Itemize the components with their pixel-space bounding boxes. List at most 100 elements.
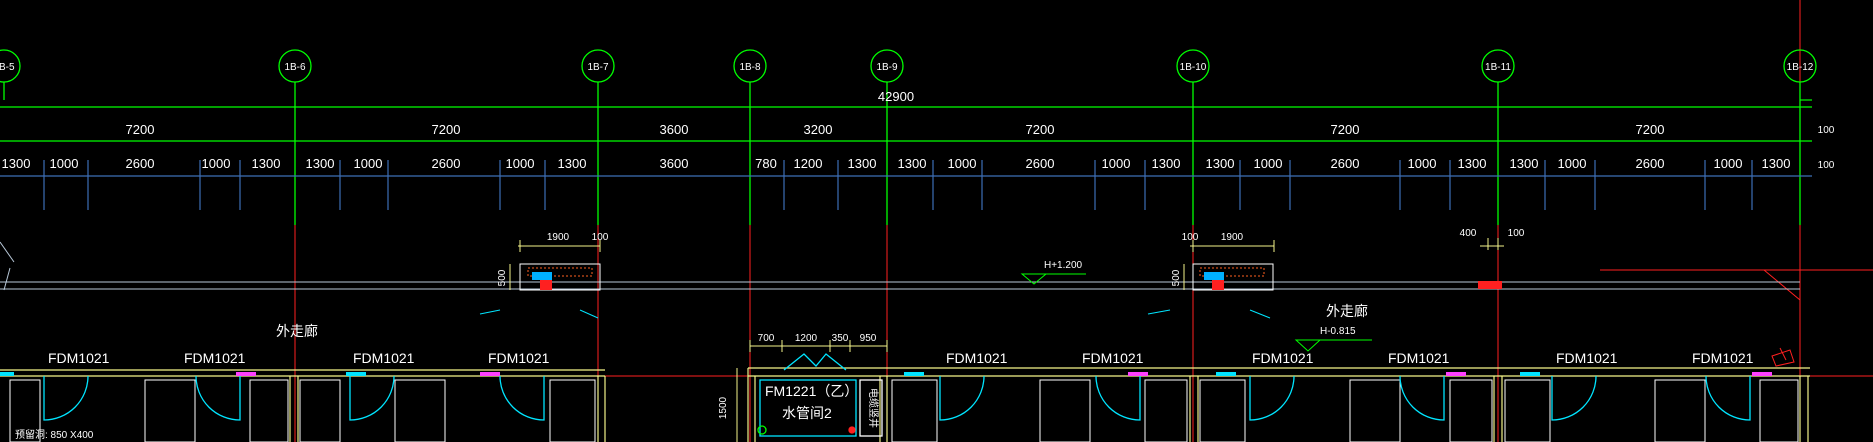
axis-1B-5 — [0, 49, 21, 100]
dim-label: 1200 — [795, 333, 818, 344]
dim-label: 3600 — [660, 156, 689, 171]
balcony-wall: 100 — [1182, 232, 1199, 243]
reserved-opening-note: 预留洞: 850 X400 — [15, 428, 94, 441]
balcony-detail-right: 100 1900 500 — [1147, 232, 1275, 319]
dim-label: 1500 — [718, 396, 729, 419]
door-label: FDM1021 — [184, 350, 246, 366]
door-swings — [43, 375, 1751, 421]
level-mark-top: H+1.200 — [1020, 260, 1086, 285]
dim-label: 1000 — [202, 156, 231, 171]
door-label: FDM1021 — [1082, 350, 1144, 366]
dim-label: 700 — [758, 333, 775, 344]
axis-label: 1B-11 — [1485, 62, 1511, 73]
balcony-edge-lines — [0, 241, 1800, 291]
detail-dimensions: 1300 1000 2600 1000 1300 1300 1000 2600 … — [2, 156, 1835, 171]
dim-label: 3200 — [804, 122, 833, 137]
dim-label: 1000 — [1714, 156, 1743, 171]
axis-1B-9 — [870, 49, 904, 225]
dim-label: 1300 — [1152, 156, 1181, 171]
balcony-width: 1900 — [547, 232, 570, 243]
dim-label: 2600 — [1636, 156, 1665, 171]
dim-400: 400 — [1460, 228, 1477, 239]
dim-label: 1300 — [306, 156, 335, 171]
dim-label: 1000 — [1102, 156, 1131, 171]
building-walls — [0, 367, 1810, 442]
dim-label: 100 — [1818, 160, 1835, 171]
dim-label: 1300 — [848, 156, 877, 171]
axis-label: 1B-8 — [739, 62, 761, 73]
level-label: H-0.815 — [1320, 326, 1356, 337]
fire-door-symbol — [757, 353, 883, 437]
dim-label: 2600 — [1026, 156, 1055, 171]
dim-label: 1300 — [252, 156, 281, 171]
door-label: FDM1021 — [488, 350, 550, 366]
door-label: FDM1021 — [353, 350, 415, 366]
dim-label: 1300 — [1458, 156, 1487, 171]
balcony-depth: 500 — [497, 269, 508, 286]
axis-label: 1B-12 — [1787, 62, 1814, 73]
axis-label: 1B-9 — [876, 62, 898, 73]
door-label: FDM1021 — [946, 350, 1008, 366]
dim-label: 950 — [860, 333, 877, 344]
dim-label: 7200 — [1026, 122, 1055, 137]
corner-marker — [1771, 347, 1795, 367]
door-label: FDM1021 — [48, 350, 110, 366]
small-dimension-right: 400 100 — [1460, 228, 1525, 289]
dim-label: 100 — [1818, 125, 1835, 136]
dim-label: 2600 — [432, 156, 461, 171]
axis-grid — [0, 49, 1817, 225]
overall-dimension: 42900 — [878, 89, 914, 104]
door-labels: FDM1021 FDM1021 FDM1021 FDM1021 FDM1021 … — [48, 350, 1754, 366]
green-dimension-lines — [0, 99, 1812, 142]
dim-label: 7200 — [126, 122, 155, 137]
corridor-label: 外走廊 — [1326, 303, 1368, 319]
fire-door-label: FM1221（乙） — [765, 383, 858, 399]
axis-spacing-dimensions: 7200 7200 3600 3200 7200 7200 7200 100 — [126, 122, 1835, 137]
axis-1B-7 — [581, 49, 615, 225]
dim-label: 7200 — [432, 122, 461, 137]
dim-label: 1300 — [558, 156, 587, 171]
dim-label: 1200 — [794, 156, 823, 171]
dim-label: 7200 — [1331, 122, 1360, 137]
axis-1B-11 — [1481, 49, 1515, 225]
blue-dimension-line — [0, 160, 1812, 210]
level-mark-bottom: H-0.815 — [1294, 326, 1372, 352]
balcony-depth: 500 — [1171, 269, 1182, 286]
axis-1B-8 — [733, 49, 767, 225]
window-markers — [0, 372, 1772, 376]
dim-label: 1000 — [506, 156, 535, 171]
axis-1B-12 — [1783, 49, 1817, 225]
room-label: 水管间2 — [782, 405, 832, 421]
door-label: FDM1021 — [1692, 350, 1754, 366]
axis-label: 1B-10 — [1180, 62, 1207, 73]
dim-label: 1000 — [354, 156, 383, 171]
door-label: FDM1021 — [1388, 350, 1450, 366]
shaft-label: 电缆竖井 — [867, 388, 880, 428]
door-label: FDM1021 — [1252, 350, 1314, 366]
plumbing-room-dimensions: 700 1200 350 950 1500 — [718, 333, 888, 442]
dim-label: 1300 — [1762, 156, 1791, 171]
dim-label: 1300 — [1510, 156, 1539, 171]
axis-label: 1B-5 — [0, 62, 15, 73]
dim-100: 100 — [1508, 228, 1525, 239]
dim-label: 780 — [755, 156, 777, 171]
balcony-detail-left: 1900 100 500 — [479, 232, 609, 319]
balcony-width: 1900 — [1221, 232, 1244, 243]
level-label: H+1.200 — [1044, 260, 1083, 271]
axis-1B-10 — [1176, 49, 1210, 225]
axis-label: 1B-7 — [587, 62, 609, 73]
dim-label: 1300 — [898, 156, 927, 171]
axis-labels: 1B-5 1B-6 1B-7 1B-8 1B-9 1B-10 1B-11 1B-… — [0, 62, 1814, 73]
dim-label: 2600 — [1331, 156, 1360, 171]
corridor-label: 外走廊 — [276, 323, 318, 339]
room-partitions — [9, 379, 1799, 442]
dim-label: 7200 — [1636, 122, 1665, 137]
dim-label: 1000 — [948, 156, 977, 171]
axis-label: 1B-6 — [284, 62, 306, 73]
red-marker — [1478, 281, 1502, 289]
balcony-wall: 100 — [592, 232, 609, 243]
dim-label: 1300 — [1206, 156, 1235, 171]
axis-1B-6 — [278, 49, 312, 225]
dim-label: 3600 — [660, 122, 689, 137]
